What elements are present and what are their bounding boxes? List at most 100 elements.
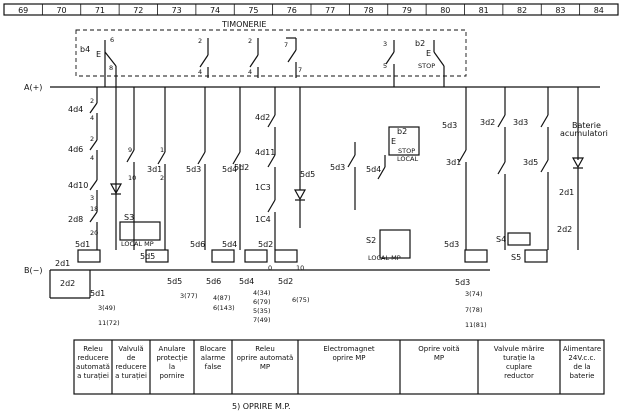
- ruler-column-72: 72: [133, 6, 143, 15]
- svg-text:3d5: 3d5: [523, 158, 538, 167]
- svg-text:5d4: 5d4: [366, 165, 381, 174]
- caption: 5) OPRIRE M.P.: [232, 402, 291, 411]
- svg-text:2d2: 2d2: [60, 279, 75, 288]
- svg-text:0: 0: [268, 264, 272, 272]
- svg-text:5d4: 5d4: [239, 277, 254, 286]
- svg-text:5d1: 5d1: [90, 289, 105, 298]
- svg-text:4(34): 4(34): [253, 289, 270, 297]
- svg-text:5d3: 5d3: [442, 121, 457, 130]
- description-line: false: [205, 363, 222, 371]
- svg-text:S2: S2: [366, 236, 376, 245]
- description-line: Releu: [83, 345, 103, 353]
- svg-text:3d1: 3d1: [147, 165, 162, 174]
- svg-text:5(35): 5(35): [253, 307, 270, 315]
- svg-text:LOCAL MP: LOCAL MP: [368, 254, 401, 262]
- description-line: a turației: [115, 372, 147, 381]
- timonerie-contacts: b4 E 6 8 2 4 2 4 7 7 3 5 b2 E STOP: [80, 36, 445, 87]
- svg-text:5d1: 5d1: [75, 240, 90, 249]
- svg-text:7(78): 7(78): [465, 306, 482, 314]
- description-line: de: [127, 354, 136, 362]
- svg-text:4: 4: [90, 154, 94, 162]
- svg-text:5d3: 5d3: [186, 165, 201, 174]
- svg-text:9: 9: [128, 146, 132, 154]
- svg-text:5d2: 5d2: [278, 277, 293, 286]
- svg-text:3(74): 3(74): [465, 290, 482, 298]
- svg-text:8: 8: [109, 64, 113, 72]
- svg-text:S5: S5: [511, 253, 521, 262]
- svg-text:2d1: 2d1: [559, 188, 574, 197]
- description-line: reductor: [504, 372, 534, 380]
- svg-text:20: 20: [90, 229, 98, 237]
- svg-text:b2: b2: [415, 39, 425, 48]
- coil-boxes: S3 LOCAL MP S2 LOCAL MP S4 S5: [119, 213, 548, 263]
- svg-text:1C4: 1C4: [255, 215, 271, 224]
- description-line: MP: [434, 354, 444, 362]
- svg-text:5d4: 5d4: [222, 165, 237, 174]
- ruler-column-75: 75: [248, 6, 258, 15]
- svg-text:E: E: [391, 137, 396, 146]
- svg-text:2: 2: [248, 37, 252, 45]
- svg-text:3d1: 3d1: [446, 158, 461, 167]
- description-line: la: [169, 363, 175, 371]
- rail-positive-label: A(+): [24, 83, 42, 92]
- ruler-column-84: 84: [594, 6, 604, 15]
- description-line: Blocare: [200, 345, 226, 353]
- svg-text:b2: b2: [397, 127, 407, 136]
- svg-text:18: 18: [90, 205, 98, 213]
- ruler-column-76: 76: [287, 6, 297, 15]
- svg-text:3d3: 3d3: [513, 118, 528, 127]
- svg-text:S4: S4: [496, 235, 506, 244]
- svg-text:4: 4: [198, 68, 202, 76]
- rail-negative-label: B(−): [24, 266, 42, 275]
- svg-text:5: 5: [383, 62, 387, 70]
- description-line: turație la: [503, 354, 535, 363]
- svg-text:7: 7: [284, 41, 288, 49]
- svg-text:5d3: 5d3: [455, 278, 470, 287]
- svg-text:3: 3: [383, 40, 387, 48]
- svg-text:5d3: 5d3: [444, 240, 459, 249]
- description-line: protecție: [156, 354, 187, 363]
- svg-text:3(49): 3(49): [98, 304, 115, 312]
- svg-text:7(49): 7(49): [253, 316, 270, 324]
- description-line: reducere: [115, 363, 146, 371]
- svg-text:4d6: 4d6: [68, 145, 83, 154]
- svg-text:E: E: [426, 49, 431, 58]
- svg-text:b4: b4: [80, 45, 90, 54]
- description-line: Anulare: [159, 345, 186, 353]
- timonerie-label: TIMONERIE: [221, 20, 266, 29]
- description-line: baterie: [570, 372, 595, 380]
- description-line: Releu: [255, 345, 275, 353]
- description-line: de la: [573, 363, 590, 371]
- description-line: Oprire voită: [418, 345, 459, 353]
- description-line: oprire MP: [332, 354, 365, 362]
- svg-text:5d5: 5d5: [300, 170, 315, 179]
- ruler-column-81: 81: [479, 6, 489, 15]
- cross-references: 5d1 3(49) 11(72) 5d5 3(77) 5d6 4(87) 6(1…: [90, 277, 487, 329]
- svg-text:5d2: 5d2: [234, 163, 249, 172]
- description-line: oprire automată: [237, 354, 294, 362]
- svg-text:2d1: 2d1: [55, 259, 70, 268]
- svg-text:5d5: 5d5: [140, 252, 155, 261]
- svg-text:4d11: 4d11: [255, 148, 275, 157]
- ruler-column-82: 82: [517, 6, 527, 15]
- description-line: cuplare: [506, 363, 532, 371]
- ruler-column-78: 78: [363, 6, 373, 15]
- svg-text:2: 2: [90, 135, 94, 143]
- svg-text:6(79): 6(79): [253, 298, 270, 306]
- description-line: alarme: [201, 354, 225, 362]
- branch-components: 9 10 3d1 1 2 5d3 5d4 4d2 4d11 1C3 1C4 5d…: [109, 87, 608, 250]
- svg-text:5d6: 5d6: [206, 277, 221, 286]
- svg-text:2: 2: [160, 174, 164, 182]
- svg-text:4d10: 4d10: [68, 181, 88, 190]
- svg-text:E: E: [96, 50, 101, 59]
- description-line: Valvulă: [118, 345, 143, 353]
- ruler-column-70: 70: [56, 6, 66, 15]
- svg-text:S3: S3: [124, 213, 134, 222]
